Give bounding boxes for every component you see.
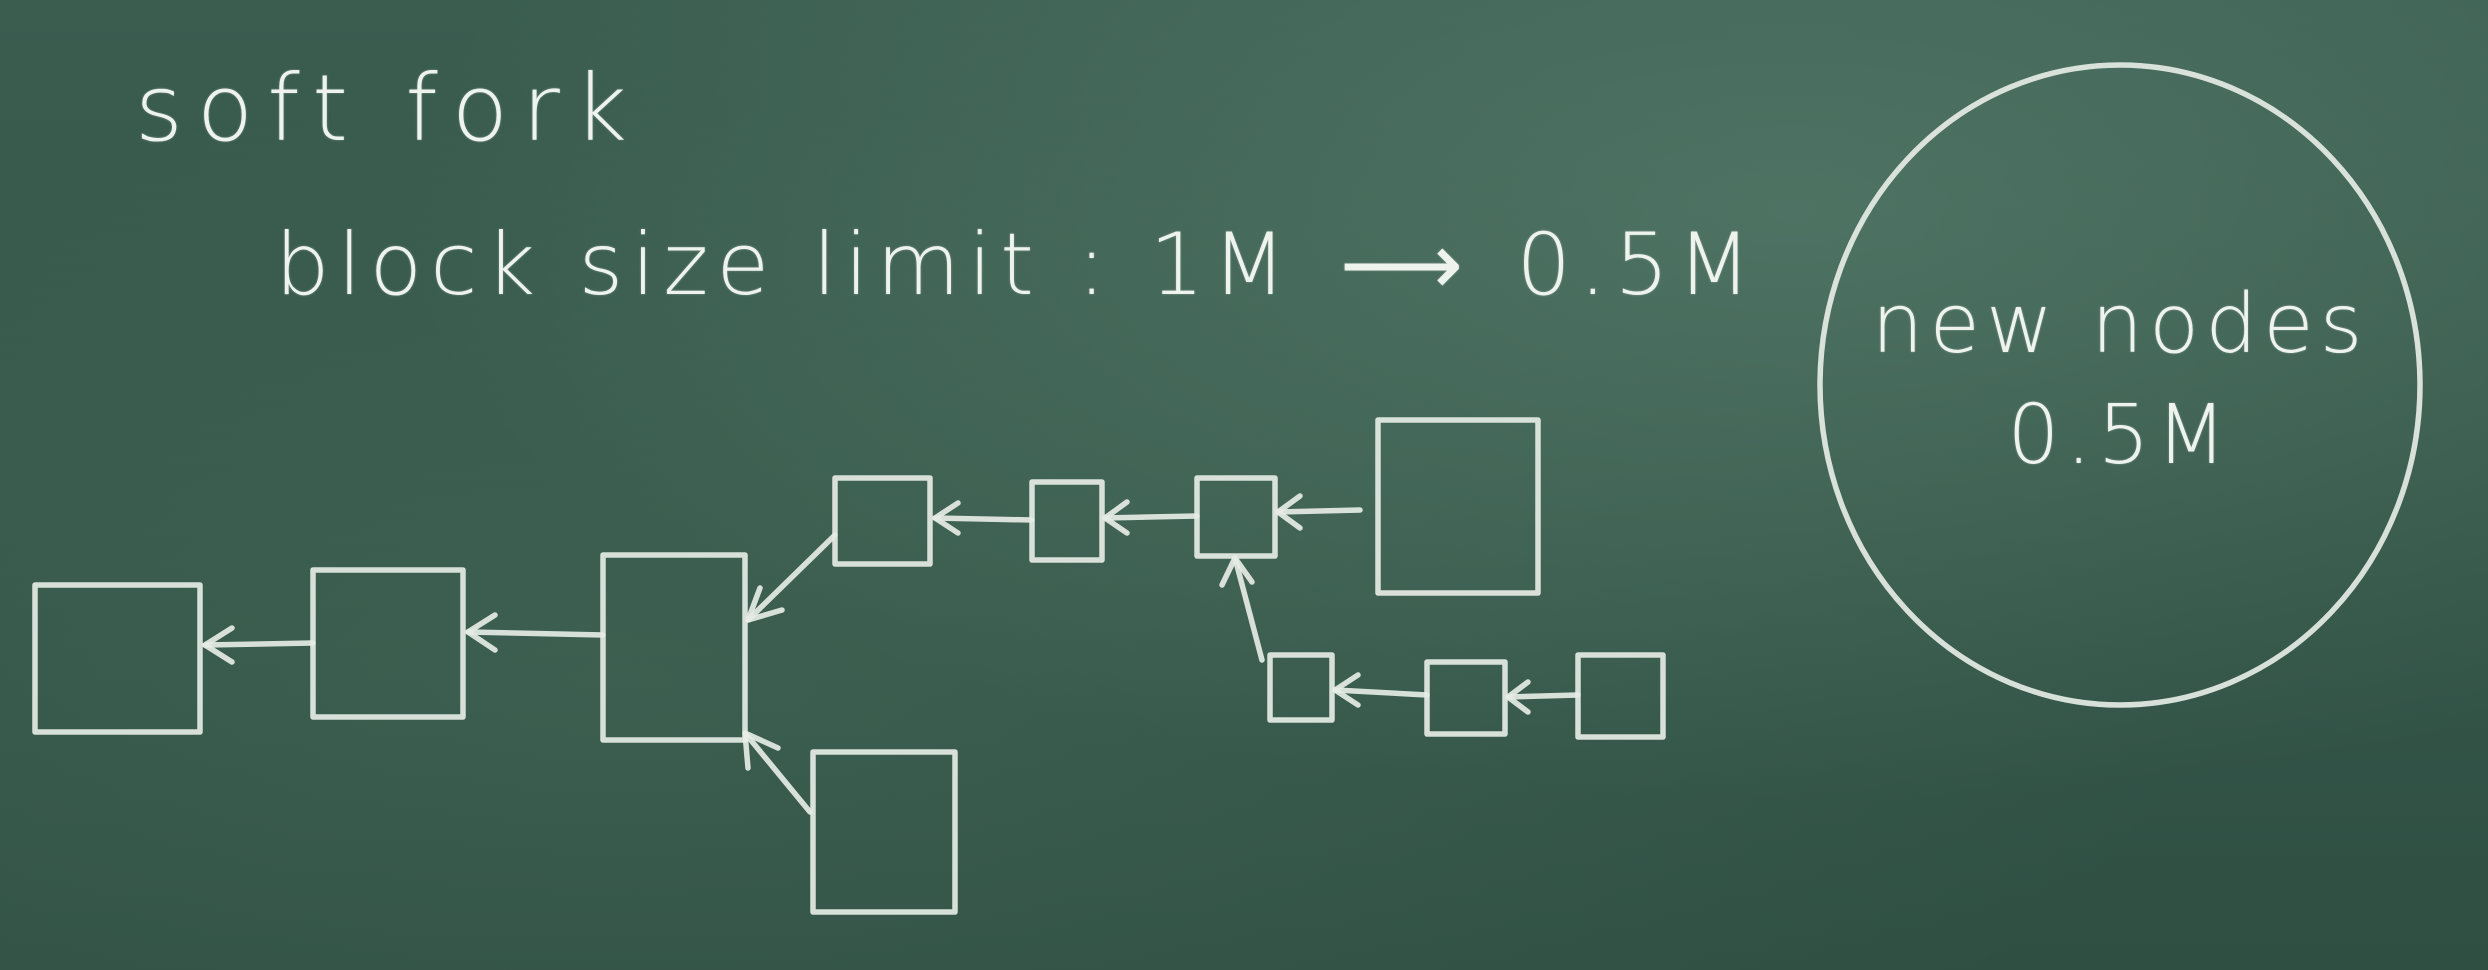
limit-to: 0.5M bbox=[1516, 215, 1760, 315]
arrow-2-to-1 bbox=[202, 625, 316, 665]
block-orphan bbox=[810, 749, 958, 915]
block-small-4 bbox=[1267, 652, 1335, 723]
block-small-1 bbox=[832, 475, 933, 567]
arrow-small6-to-small5 bbox=[1505, 679, 1581, 715]
arrow-small5-to-small4 bbox=[1332, 672, 1430, 708]
arrow-small1-to-3 bbox=[745, 532, 838, 623]
arrow-3-to-2 bbox=[465, 612, 606, 653]
block-2 bbox=[310, 567, 466, 720]
new-nodes-size: 0.5M bbox=[2007, 387, 2233, 483]
title: soft fork bbox=[135, 55, 642, 162]
right-arrow-icon: ⟶ bbox=[1339, 215, 1472, 315]
block-3 bbox=[600, 552, 748, 743]
limit-label: block size limit : bbox=[275, 215, 1115, 315]
block-small-2 bbox=[1029, 479, 1105, 563]
block-1 bbox=[32, 582, 203, 735]
arrow-orphan-to-3 bbox=[742, 730, 813, 815]
arrow-small3-to-small2 bbox=[1102, 499, 1200, 536]
block-large-top bbox=[1375, 417, 1541, 596]
arrow-large-to-small3 bbox=[1275, 493, 1363, 531]
new-nodes-circle bbox=[1817, 62, 2423, 708]
block-size-limit-line: block size limit : 1M ⟶ 0.5M bbox=[275, 215, 1759, 315]
block-small-3 bbox=[1194, 475, 1278, 559]
block-small-5 bbox=[1424, 659, 1508, 737]
new-nodes-label: new nodes 0.5M bbox=[1840, 270, 2400, 491]
new-nodes-text: new nodes bbox=[1871, 277, 2369, 372]
block-small-6 bbox=[1575, 652, 1666, 740]
limit-from: 1M bbox=[1149, 215, 1295, 315]
arrow-small2-to-small1 bbox=[932, 500, 1035, 536]
arrow-small4-to-small3 bbox=[1219, 555, 1265, 663]
